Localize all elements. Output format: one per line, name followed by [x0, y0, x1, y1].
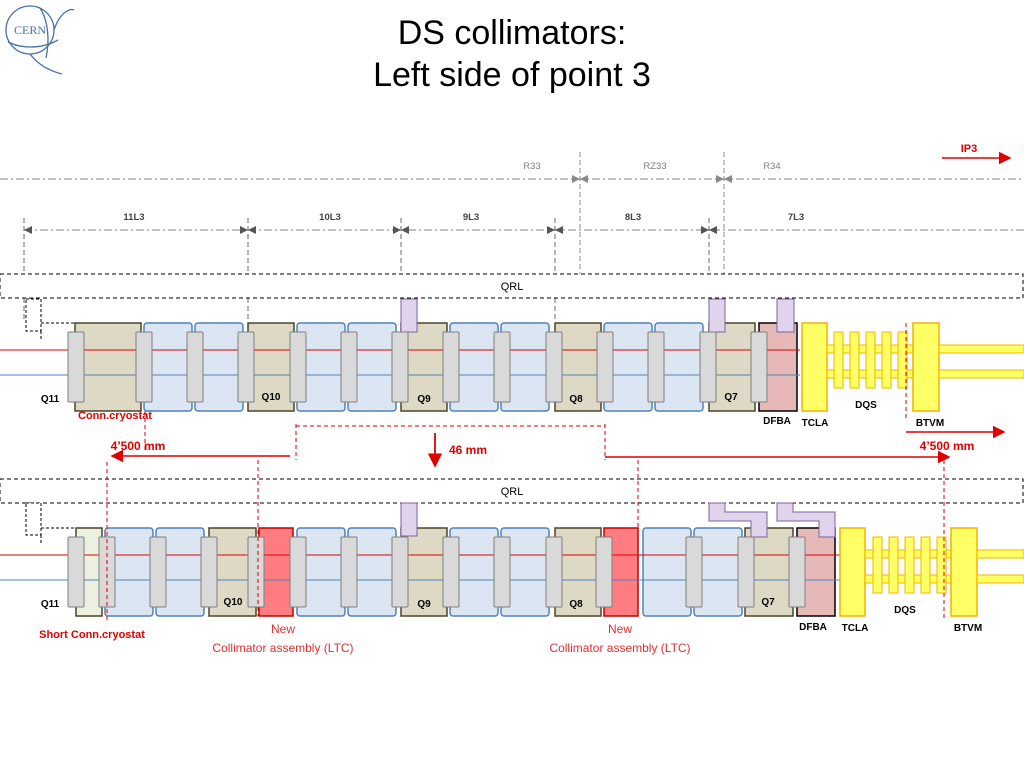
- collimator-ltc-left: [258, 527, 294, 617]
- conn-cryostat-top: [74, 322, 142, 412]
- zone-rz33-label: RZ33: [643, 161, 666, 172]
- slide-title: DS collimators: Left side of point 3: [0, 12, 1024, 96]
- btvm-label-top: BTVM: [916, 418, 944, 429]
- svg-text:CERN: CERN: [14, 23, 46, 37]
- new-collimator-left-line1: New: [271, 622, 295, 636]
- zone-r33-label: R33: [523, 161, 540, 172]
- quad-q9-bottom: [400, 527, 448, 617]
- tcla-label-bottom: TCLA: [842, 623, 869, 634]
- zone-dimension-line: R33 RZ33 R34: [0, 152, 1024, 292]
- q11-end-bracket: [25, 298, 42, 332]
- quad-q8-bottom: [554, 527, 602, 617]
- shift-annotation: 4’500 mm 4’500 mm 46 mm: [110, 411, 1006, 468]
- btvm-label-bottom: BTVM: [954, 623, 982, 634]
- qrl-jumper-top-dfba: [776, 298, 795, 333]
- qrl-line-bottom: QRL: [0, 478, 1024, 504]
- quad-q9-top: [400, 322, 448, 412]
- qrl-label-bottom: QRL: [501, 486, 524, 498]
- q7-label-top: Q7: [724, 392, 738, 403]
- short-conn-cryostat-label: Short Conn.cryostat: [39, 629, 145, 641]
- quad-q8-top: [554, 322, 602, 412]
- tcla-label-top: TCLA: [802, 418, 829, 429]
- q10-label-bottom: Q10: [224, 597, 243, 608]
- qrl-jumper-bottom-q9: [400, 502, 418, 537]
- top-cryostat-row: Q11 Q10 Q9 Q8 Q7 DFBA TCLA DQS BTVM Conn…: [0, 298, 1024, 429]
- qrl-jumper-top-q7: [708, 298, 726, 333]
- conn-cryostat-label: Conn.cryostat: [78, 410, 152, 422]
- cell-10l3-label: 10L3: [319, 212, 341, 223]
- dfba-label-top: DFBA: [763, 416, 791, 427]
- qrl-label-top: QRL: [501, 281, 524, 293]
- qrl-jumper-bottom-dfba: [776, 502, 836, 538]
- q11-label-top: Q11: [41, 394, 60, 405]
- bottom-cryostat-row: Q11 Q10 Q9 Q8 Q7 DFBA TCLA DQS BTVM Shor…: [0, 460, 1024, 655]
- shift-label: 46 mm: [449, 443, 487, 457]
- title-line-1: DS collimators:: [397, 14, 627, 52]
- tcla-bottom: [839, 527, 866, 617]
- cell-9l3-label: 9L3: [463, 212, 479, 223]
- ip3-label: IP3: [961, 143, 978, 155]
- dqs-top: [826, 322, 1024, 412]
- q8-label-bottom: Q8: [569, 599, 583, 610]
- ip3-direction-arrow: IP3: [942, 143, 1012, 165]
- cell-7l3-label: 7L3: [788, 212, 804, 223]
- q10-label-top: Q10: [262, 392, 281, 403]
- qrl-jumper-top-q9: [400, 298, 418, 333]
- dfba-label-bottom: DFBA: [799, 622, 827, 633]
- new-collimator-right-line1: New: [608, 622, 632, 636]
- dqs-label-bottom: DQS: [894, 605, 916, 616]
- q11-end-bracket-bottom: [25, 502, 42, 536]
- zone-r34-label: R34: [763, 161, 780, 172]
- cell-8l3-label: 8L3: [625, 212, 641, 223]
- cern-logo: CERN: [5, 5, 75, 75]
- tcla-top: [801, 322, 828, 412]
- cell-11l3-label: 11L3: [123, 212, 144, 223]
- right-distance-label: 4’500 mm: [920, 439, 975, 453]
- left-distance-label: 4’500 mm: [111, 439, 166, 453]
- qrl-line-top: QRL: [0, 273, 1024, 299]
- q9-label-top: Q9: [417, 394, 431, 405]
- q8-label-top: Q8: [569, 394, 583, 405]
- title-line-2: Left side of point 3: [373, 56, 651, 94]
- dqs-bottom: [864, 527, 1024, 617]
- dqs-label-top: DQS: [855, 400, 877, 411]
- q11-label-bottom: Q11: [41, 599, 60, 610]
- new-collimator-right-line2: Collimator assembly (LTC): [549, 641, 690, 655]
- q7-label-bottom: Q7: [761, 597, 775, 608]
- cell-dimension-line: 11L3 10L3 9L3 8L3 7L3: [23, 212, 1024, 322]
- new-collimator-left-line2: Collimator assembly (LTC): [212, 641, 353, 655]
- q9-label-bottom: Q9: [417, 599, 431, 610]
- qrl-jumper-bottom-q7: [708, 502, 768, 538]
- dipole-bottom-7: [642, 527, 692, 617]
